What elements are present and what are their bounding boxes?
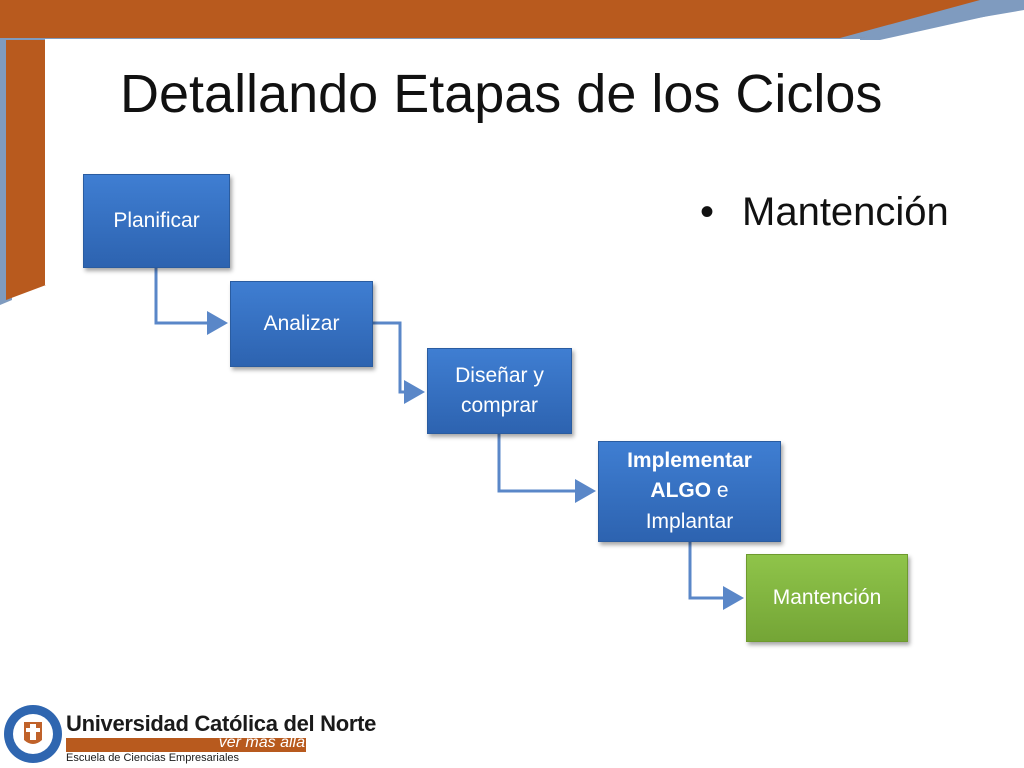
slide-title: Detallando Etapas de los Ciclos — [120, 64, 883, 124]
stage-mantencion-label: Mantención — [772, 585, 882, 609]
university-tagline: ver más allá — [218, 734, 305, 751]
university-name: Universidad Católica del Norte — [66, 711, 377, 736]
connector-implementar-mantencion — [688, 542, 744, 610]
connector-analizar-disenar — [373, 321, 425, 404]
stage-analizar: Analizar — [230, 281, 373, 367]
stage-disenar-line2: comprar — [460, 394, 538, 417]
stage-disenar-comprar: Diseñar y comprar — [427, 348, 572, 434]
bullet-text: Mantención — [742, 190, 949, 234]
stage-implementar-label: Implementar ALGO e Implantar — [627, 446, 752, 537]
university-school: Escuela de Ciencias Empresariales — [66, 752, 240, 764]
stage-planificar: Planificar — [83, 174, 230, 268]
university-seal-icon — [4, 705, 62, 763]
stage-disenar-line1: Diseñar y — [455, 363, 544, 387]
bullet-dot-icon: • — [700, 190, 715, 234]
bullet-item: • Mantención — [700, 190, 949, 235]
connector-planificar-analizar — [154, 268, 228, 335]
university-tagline-bar — [66, 738, 306, 752]
stage-implementar-line3: Implantar — [645, 509, 734, 533]
stage-implementar-e: e — [711, 479, 729, 503]
stage-implementar-algo: ALGO — [650, 479, 712, 503]
stage-planificar-label: Planificar — [113, 208, 200, 232]
stage-disenar-label: Diseñar y comprar — [455, 361, 544, 422]
connector-disenar-implementar — [497, 433, 596, 503]
stage-mantencion: Mantención — [746, 554, 908, 642]
stage-implementar: Implementar ALGO e Implantar — [598, 441, 781, 542]
stage-analizar-label: Analizar — [263, 311, 340, 335]
stage-implementar-line1: Implementar — [627, 448, 752, 472]
